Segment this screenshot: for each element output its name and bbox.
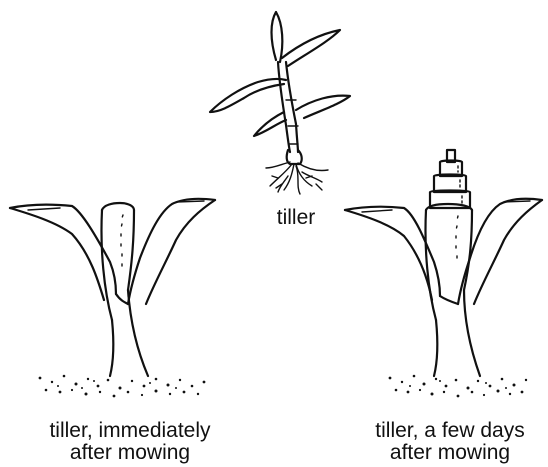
mowed-tiller-immediate-drawing [10, 199, 215, 398]
few-days-caption-line2: after mowing [355, 442, 545, 464]
soil-dots-right [389, 375, 528, 398]
soil-dots-left [39, 375, 206, 398]
mowed-tiller-regrowth-drawing [345, 150, 542, 397]
immediate-caption-line1: tiller, immediately [20, 420, 240, 442]
whole-tiller-drawing [210, 12, 350, 194]
tiller-label: tiller [277, 206, 316, 229]
few-days-caption: tiller, a few days after mowing [355, 420, 545, 464]
immediate-caption: tiller, immediately after mowing [20, 420, 240, 464]
immediate-caption-line2: after mowing [20, 442, 240, 464]
few-days-caption-line1: tiller, a few days [355, 420, 545, 442]
tiller-caption: tiller [236, 207, 356, 229]
